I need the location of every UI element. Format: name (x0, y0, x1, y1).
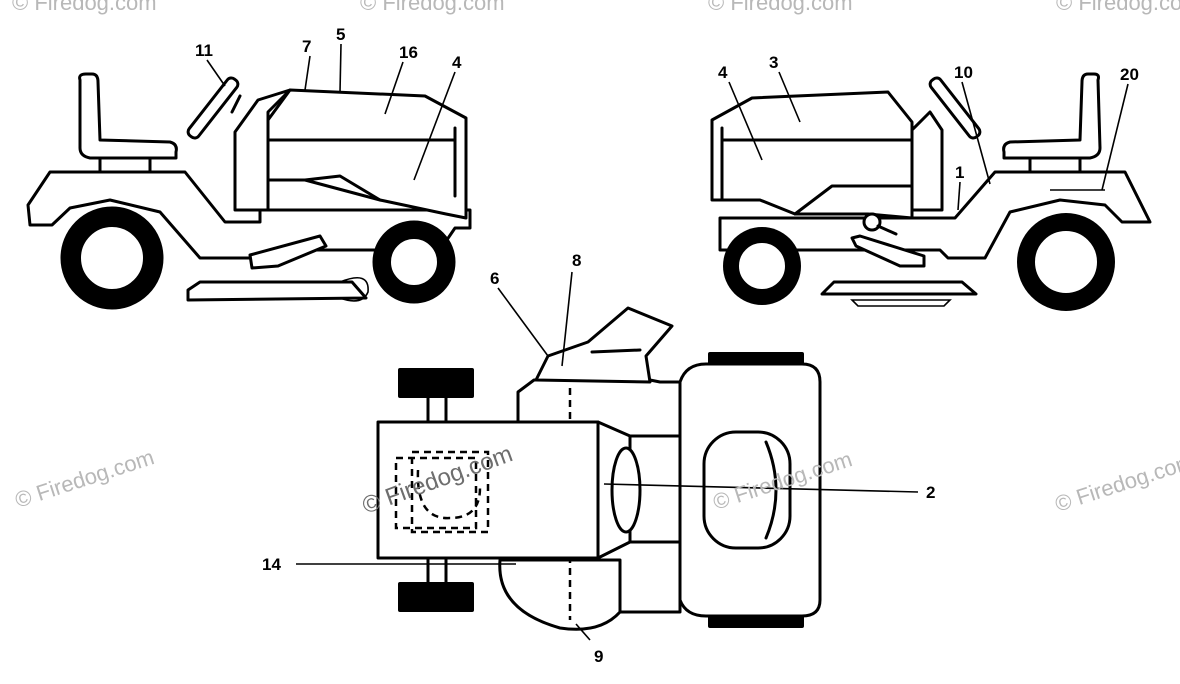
callout-9: 9 (594, 647, 603, 666)
watermark-top-2: © Firedog.com (360, 0, 505, 15)
callout-3: 3 (769, 53, 778, 72)
callout-5: 5 (336, 25, 345, 44)
callout-4-right: 4 (718, 63, 728, 82)
callout-7: 7 (302, 37, 311, 56)
leader-lines (206, 43, 1129, 641)
watermark-right: © Firedog.com (1052, 448, 1180, 516)
watermark-top-3: © Firedog.com (708, 0, 853, 15)
watermark-top-1: © Firedog.com (12, 0, 157, 15)
callout-2: 2 (926, 483, 935, 502)
callout-1: 1 (955, 163, 964, 182)
callout-16: 16 (399, 43, 418, 62)
callout-6: 6 (490, 269, 499, 288)
callout-labels: 11 7 5 16 4 4 3 10 20 1 8 6 2 14 9 (195, 25, 1139, 666)
callout-4-left: 4 (452, 53, 462, 72)
tractor-top-view (376, 306, 822, 631)
callout-11: 11 (195, 41, 213, 60)
callout-20: 20 (1120, 65, 1139, 84)
callout-10: 10 (954, 63, 973, 82)
tractor-left-side-view (26, 72, 472, 310)
callout-14: 14 (262, 555, 281, 574)
callout-8: 8 (572, 251, 581, 270)
watermark-top-4: © Firedog.com (1056, 0, 1180, 15)
watermark-left: © Firedog.com (12, 444, 157, 512)
tractor-right-side-view (710, 72, 1152, 311)
